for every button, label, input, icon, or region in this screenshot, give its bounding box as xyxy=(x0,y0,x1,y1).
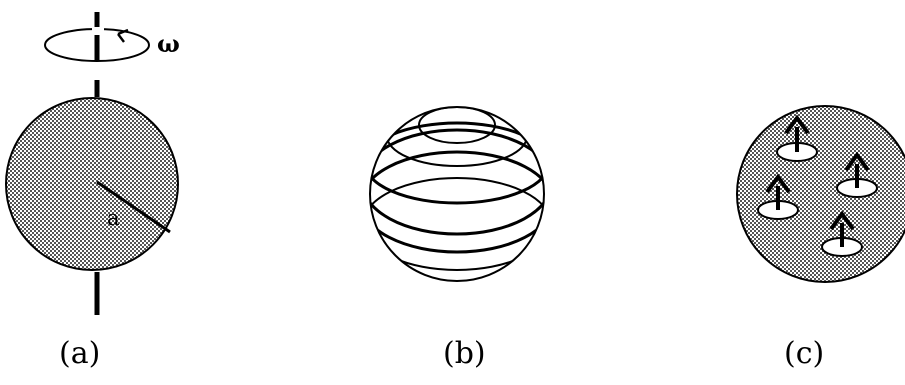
panel-c xyxy=(737,106,905,282)
caption-b: (b) xyxy=(443,339,486,369)
stippled-sphere-c xyxy=(737,106,905,282)
caption-c: (c) xyxy=(784,339,824,369)
caption-a: (a) xyxy=(59,339,100,369)
stippled-sphere-a xyxy=(6,98,178,270)
rotation-arrow-icon xyxy=(118,30,128,42)
panel-a: ω a xyxy=(6,12,180,315)
omega-label: ω xyxy=(157,29,180,58)
panel-b xyxy=(361,106,553,281)
rotation-loop-gap xyxy=(92,27,104,35)
radius-label: a xyxy=(107,206,120,230)
